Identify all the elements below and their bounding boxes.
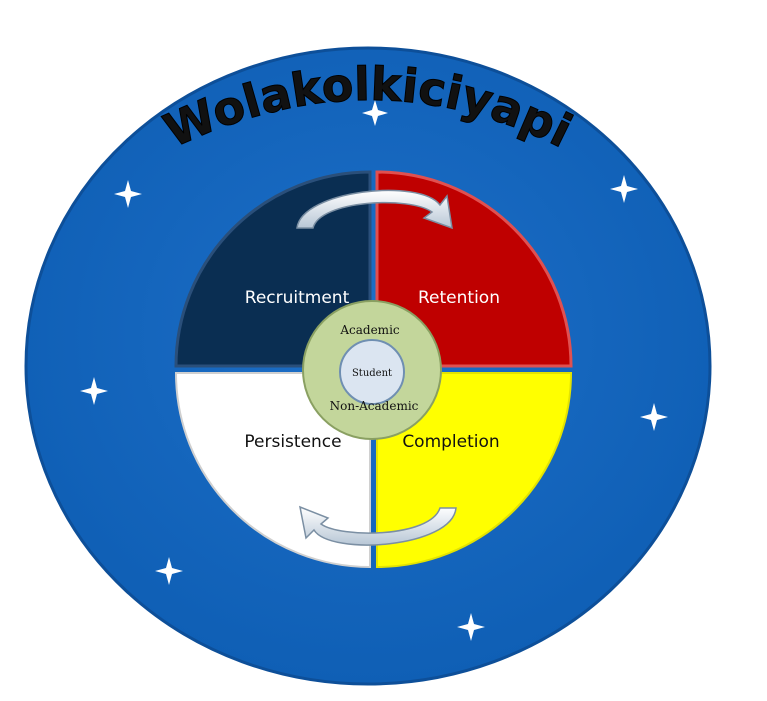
center-label-non-academic: Non-Academic xyxy=(330,399,419,413)
quadrant-label-completion: Completion xyxy=(402,432,499,452)
quadrant-recruitment xyxy=(174,170,372,368)
four-point-star-icon xyxy=(640,403,668,431)
center-label-academic: Academic xyxy=(339,323,400,337)
quadrant-label-recruitment: Recruitment xyxy=(245,288,350,308)
quadrant-label-retention: Retention xyxy=(418,288,500,308)
curved-arrow-icon xyxy=(296,189,453,230)
quadrant-completion xyxy=(376,372,573,569)
four-point-star-icon xyxy=(610,175,638,203)
four-point-star-icon xyxy=(155,557,183,585)
stars xyxy=(80,100,668,641)
center-inner-circle xyxy=(339,339,405,405)
four-point-star-icon xyxy=(114,180,142,208)
center-label-student: Student xyxy=(352,368,392,379)
four-point-star-icon xyxy=(362,100,388,126)
curved-arrow-icon xyxy=(299,505,457,546)
quadrant-label-persistence: Persistence xyxy=(244,432,341,452)
four-point-star-icon xyxy=(457,613,485,641)
four-point-star-icon xyxy=(80,377,108,405)
quadrant-retention xyxy=(375,170,573,368)
